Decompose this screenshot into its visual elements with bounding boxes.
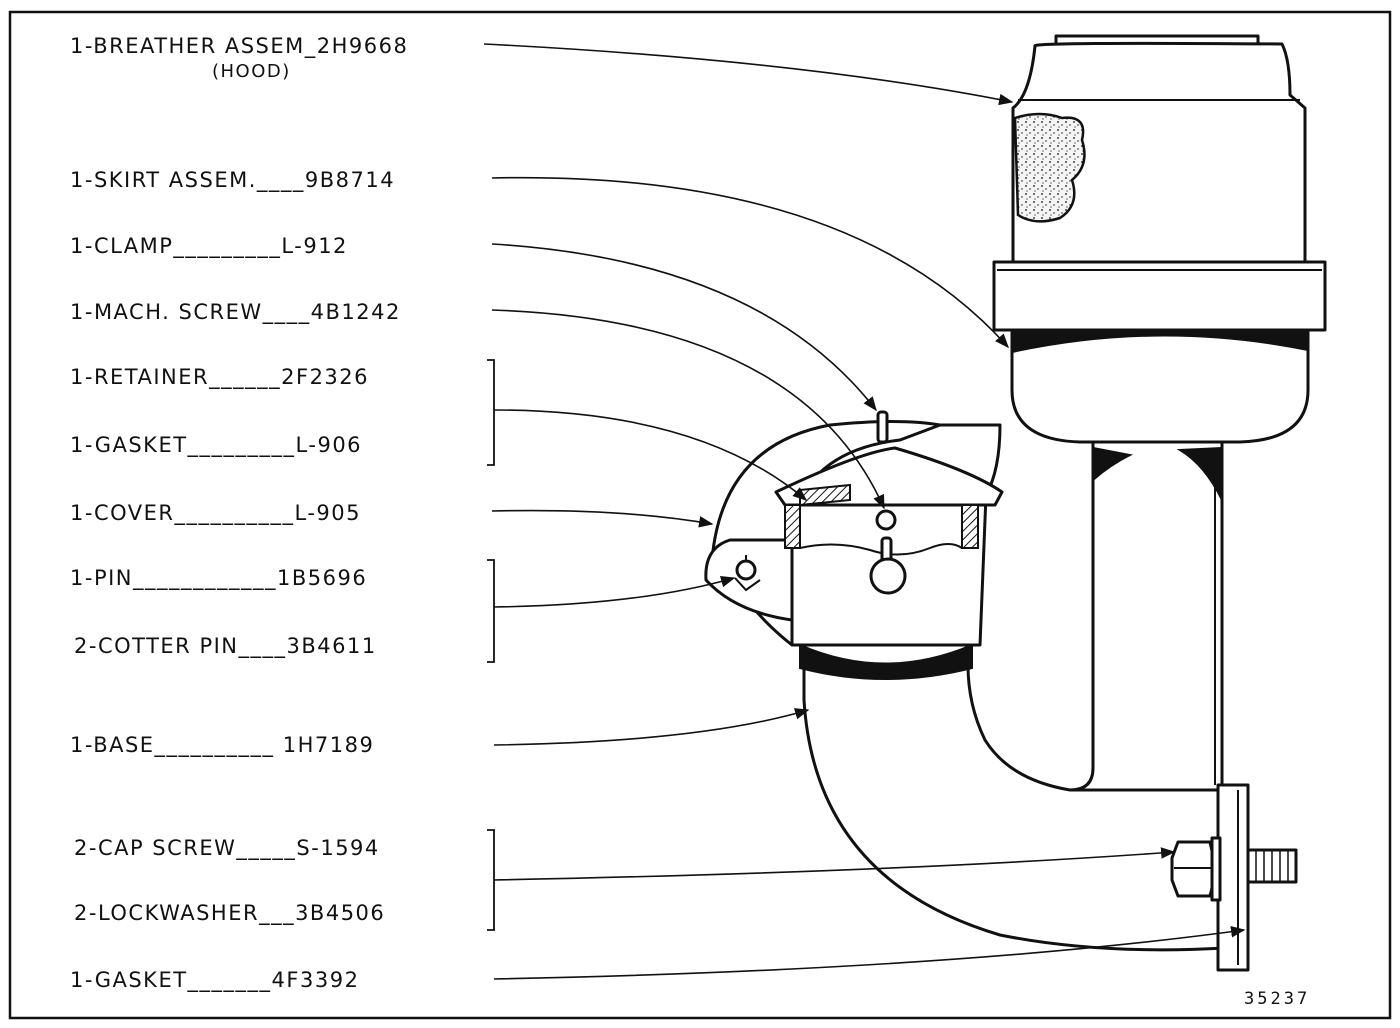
label-lockwasher: 2-LOCKWASHER___3B4506	[74, 901, 385, 926]
label-gasket-2: 1-GASKET_______4F3392	[70, 968, 359, 993]
leader-base	[493, 708, 810, 746]
gasket-left	[784, 504, 801, 549]
hood-body	[1011, 41, 1307, 267]
cotter-pin-loop	[734, 577, 761, 592]
hood-cutaway-element	[1013, 112, 1086, 223]
label-retainer: 1-RETAINER______2F2326	[70, 365, 369, 390]
bracket-retainer-gasket	[487, 359, 495, 466]
label-cover: 1-COVER__________L-905	[70, 501, 361, 526]
leader-breather	[483, 43, 1014, 106]
mounting-flange	[1216, 783, 1250, 972]
base-neck-band	[799, 643, 973, 680]
part-labels: 1-BREATHER ASSEM_2H9668 (HOOD) 1-SKIRT A…	[70, 34, 408, 993]
leader-gasket-2	[493, 926, 1246, 980]
label-gasket-1: 1-GASKET_________L-906	[70, 433, 362, 458]
skirt-bowl	[1010, 328, 1310, 444]
leader-mach-screw	[491, 309, 885, 510]
leader-lines	[483, 43, 1246, 980]
hood-collar	[992, 260, 1327, 332]
skirt-band	[1011, 329, 1309, 354]
figure-number: 35237	[1244, 989, 1310, 1009]
mach-screw-head	[875, 509, 897, 531]
breather-tube	[1068, 438, 1224, 792]
label-skirt: 1-SKIRT ASSEM.____9B8714	[70, 168, 395, 193]
label-breather-sub: (HOOD)	[212, 61, 291, 82]
clamp-tab	[876, 410, 889, 444]
leader-cap-lockwasher	[493, 847, 1176, 881]
label-cotter-pin: 2-COTTER PIN____3B4611	[74, 634, 377, 659]
leader-pin-cotter	[493, 576, 736, 608]
bracket-pin-cotter	[487, 559, 495, 663]
thread-lines	[1255, 850, 1289, 882]
base-elbow	[802, 663, 1227, 952]
leader-clamp	[491, 243, 877, 412]
label-clamp: 1-CLAMP_________L-912	[70, 234, 348, 259]
label-pin: 1-PIN____________1B5696	[70, 566, 367, 591]
leader-skirt	[491, 176, 1009, 349]
label-mach-screw: 1-MACH. SCREW____4B1242	[70, 300, 401, 325]
breather-drawing	[704, 34, 1327, 972]
diagram-frame	[8, 10, 1392, 1020]
tube-shadow-right	[1176, 446, 1223, 501]
leader-retainer-gasket	[493, 409, 808, 501]
cover-cutaway-edge	[799, 543, 963, 556]
label-breather: 1-BREATHER ASSEM_2H9668	[70, 34, 408, 59]
leader-cover	[491, 509, 714, 528]
tube-shadow-left	[1092, 446, 1134, 483]
mach-screw-boss	[869, 557, 907, 595]
gasket-right	[961, 504, 979, 549]
label-cap-screw: 2-CAP SCREW_____S-1594	[74, 836, 380, 861]
bracket-cap-lockwasher	[487, 829, 495, 931]
label-base: 1-BASE__________ 1H7189	[70, 733, 374, 758]
lockwasher-shape	[1210, 836, 1222, 902]
pin-head	[735, 559, 757, 581]
